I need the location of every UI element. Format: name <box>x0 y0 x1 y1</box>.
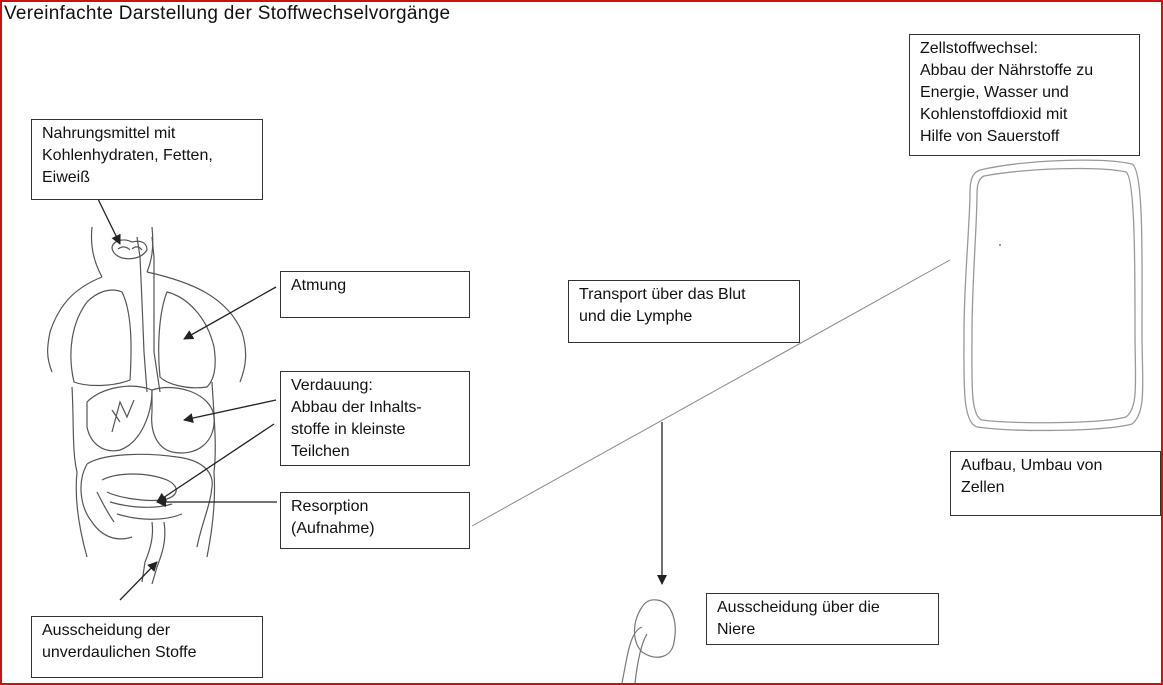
label-line: (Aufnahme) <box>291 520 375 537</box>
arrow-excretion-to-rectum <box>119 561 158 601</box>
label-box-zellstoffwechsel: Zellstoffwechsel: Abbau der Nährstoffe z… <box>909 34 1140 156</box>
arrow-digestion-to-stomach <box>183 399 277 423</box>
label-line: Nahrungsmittel mit <box>42 125 176 142</box>
page-title: Vereinfachte Darstellung der Stoffwechse… <box>4 3 451 24</box>
connectors <box>96 196 951 601</box>
label-line: Niere <box>717 621 756 638</box>
label-box-ausscheidung-stoffe: Ausscheidung der unverdaulichen Stoffe <box>31 616 263 678</box>
blood-transport-line <box>471 259 951 527</box>
label-box-transport: Transport über das Blut und die Lymphe <box>568 280 800 343</box>
arrow-breathing-to-lungs <box>183 286 277 340</box>
label-box-atmung: Atmung <box>280 271 470 318</box>
kidney-illustration <box>621 599 676 683</box>
label-line: Teilchen <box>291 443 350 460</box>
label-line: Transport über das Blut <box>579 286 746 303</box>
arrow-food-to-mouth <box>96 196 121 245</box>
cell-dot <box>999 244 1001 246</box>
label-line: Abbau der Nährstoffe zu <box>920 62 1094 79</box>
label-box-resorption: Resorption (Aufnahme) <box>280 492 470 549</box>
label-line: Atmung <box>291 277 347 294</box>
label-line: Ausscheidung der <box>42 622 171 639</box>
label-box-verdauung: Verdauung: Abbau der Inhalts- stoffe in … <box>280 371 470 466</box>
label-line: Resorption <box>291 498 369 515</box>
label-box-niere: Ausscheidung über die Niere <box>706 593 939 645</box>
label-line: Abbau der Inhalts- <box>291 399 422 416</box>
label-line: Hilfe von Sauerstoff <box>920 128 1060 145</box>
label-line: Ausscheidung über die <box>717 599 880 616</box>
label-line: Zellen <box>961 479 1005 496</box>
label-line: Energie, Wasser und <box>920 84 1069 101</box>
cell-illustration <box>963 159 1144 432</box>
label-line: Zellstoffwechsel: <box>920 40 1038 57</box>
label-line: Aufbau, Umbau von <box>961 457 1103 474</box>
label-box-nahrungsmittel: Nahrungsmittel mit Kohlenhydraten, Fette… <box>31 119 263 200</box>
label-line: Verdauung: <box>291 377 373 394</box>
torso-illustration <box>47 226 247 585</box>
arrow-digestion-to-intestine <box>156 423 275 503</box>
label-line: Kohlenhydraten, Fetten, <box>42 147 213 164</box>
label-line: Kohlenstoffdioxid mit <box>920 106 1068 123</box>
label-box-aufbau: Aufbau, Umbau von Zellen <box>950 451 1161 516</box>
label-line: unverdaulichen Stoffe <box>42 644 197 661</box>
label-line: Eiweiß <box>42 169 91 186</box>
label-line: stoffe in kleinste <box>291 421 406 438</box>
label-line: und die Lymphe <box>579 308 693 325</box>
